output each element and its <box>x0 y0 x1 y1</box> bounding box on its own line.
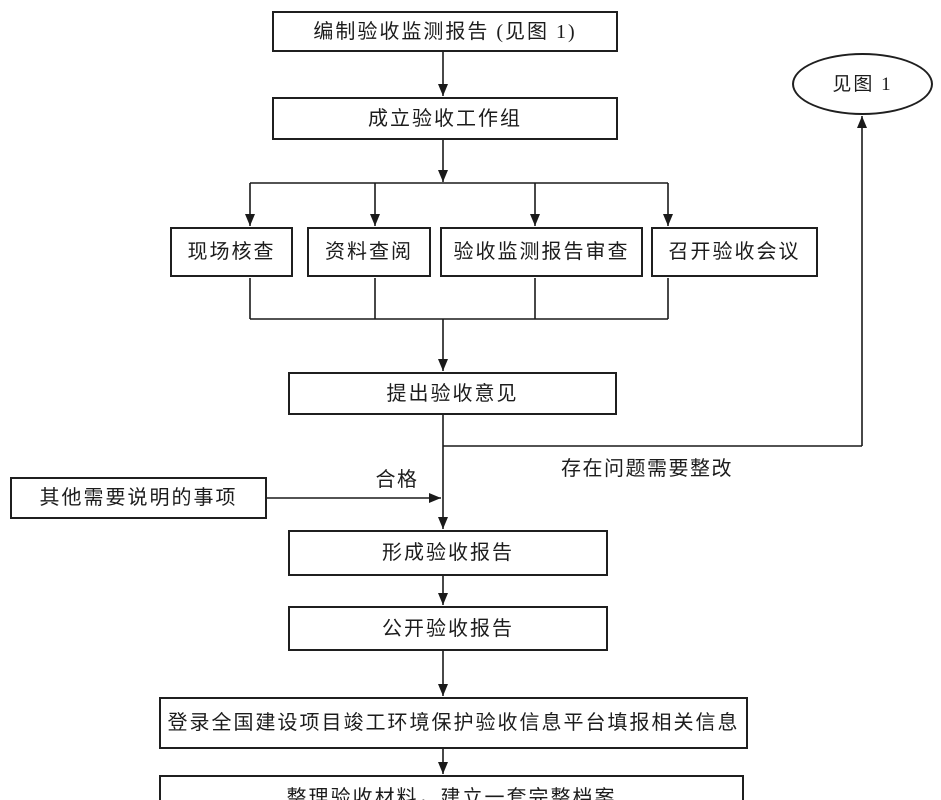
node-compile-report: 编制验收监测报告 (见图 1) <box>272 11 618 52</box>
node-propose-opinion: 提出验收意见 <box>288 372 617 415</box>
node-platform-login: 登录全国建设项目竣工环境保护验收信息平台填报相关信息 <box>159 697 748 749</box>
node-doc-review: 资料查阅 <box>307 227 431 277</box>
node-archive: 整理验收材料，建立一套完整档案 <box>159 775 744 800</box>
node-form-report: 形成验收报告 <box>288 530 608 576</box>
node-form-workgroup: 成立验收工作组 <box>272 97 618 140</box>
node-site-check: 现场核查 <box>170 227 293 277</box>
node-publish-report: 公开验收报告 <box>288 606 608 651</box>
node-see-figure-terminal: 见图 1 <box>792 53 933 115</box>
node-acceptance-meeting: 召开验收会议 <box>651 227 818 277</box>
node-other-matters: 其他需要说明的事项 <box>10 477 267 519</box>
node-report-review: 验收监测报告审查 <box>440 227 643 277</box>
edge-label-qualified: 合格 <box>375 469 419 491</box>
edge-label-needs-rectification: 存在问题需要整改 <box>561 458 733 480</box>
